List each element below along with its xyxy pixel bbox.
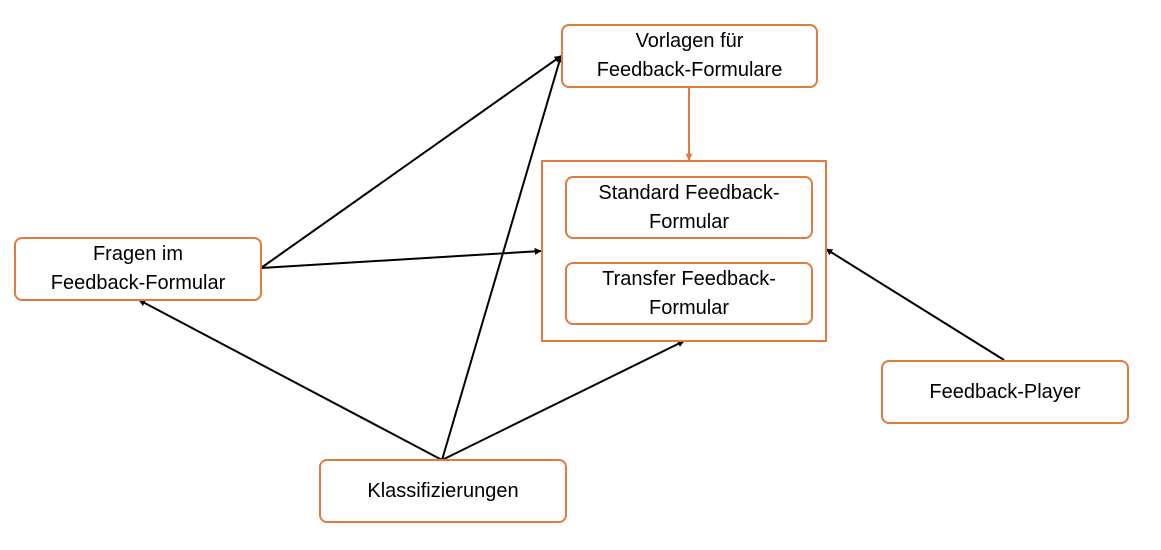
edge-klassifizierungen-to-vorlagen xyxy=(441,55,563,461)
node-klassifizierungen[interactable]: Klassifizierungen xyxy=(319,459,567,523)
edge-klassifizierungen-to-formular-group xyxy=(441,340,685,461)
edge-player-to-formular-group xyxy=(825,248,1005,361)
edge-fragen-to-formular-group xyxy=(260,247,542,269)
node-vorlagen-fuer-feedback-formulare[interactable]: Vorlagen für Feedback-Formulare xyxy=(561,24,818,88)
feedback-formular-group xyxy=(541,160,827,342)
edge-fragen-to-vorlagen xyxy=(260,55,562,269)
node-transfer-feedback-formular[interactable]: Transfer Feedback- Formular xyxy=(565,262,813,325)
node-standard-feedback-formular[interactable]: Standard Feedback- Formular xyxy=(565,176,813,239)
edge-klassifizierungen-to-fragen xyxy=(138,299,443,461)
node-fragen-im-feedback-formular[interactable]: Fragen im Feedback-Formular xyxy=(14,237,262,301)
node-feedback-player[interactable]: Feedback-Player xyxy=(881,360,1129,424)
